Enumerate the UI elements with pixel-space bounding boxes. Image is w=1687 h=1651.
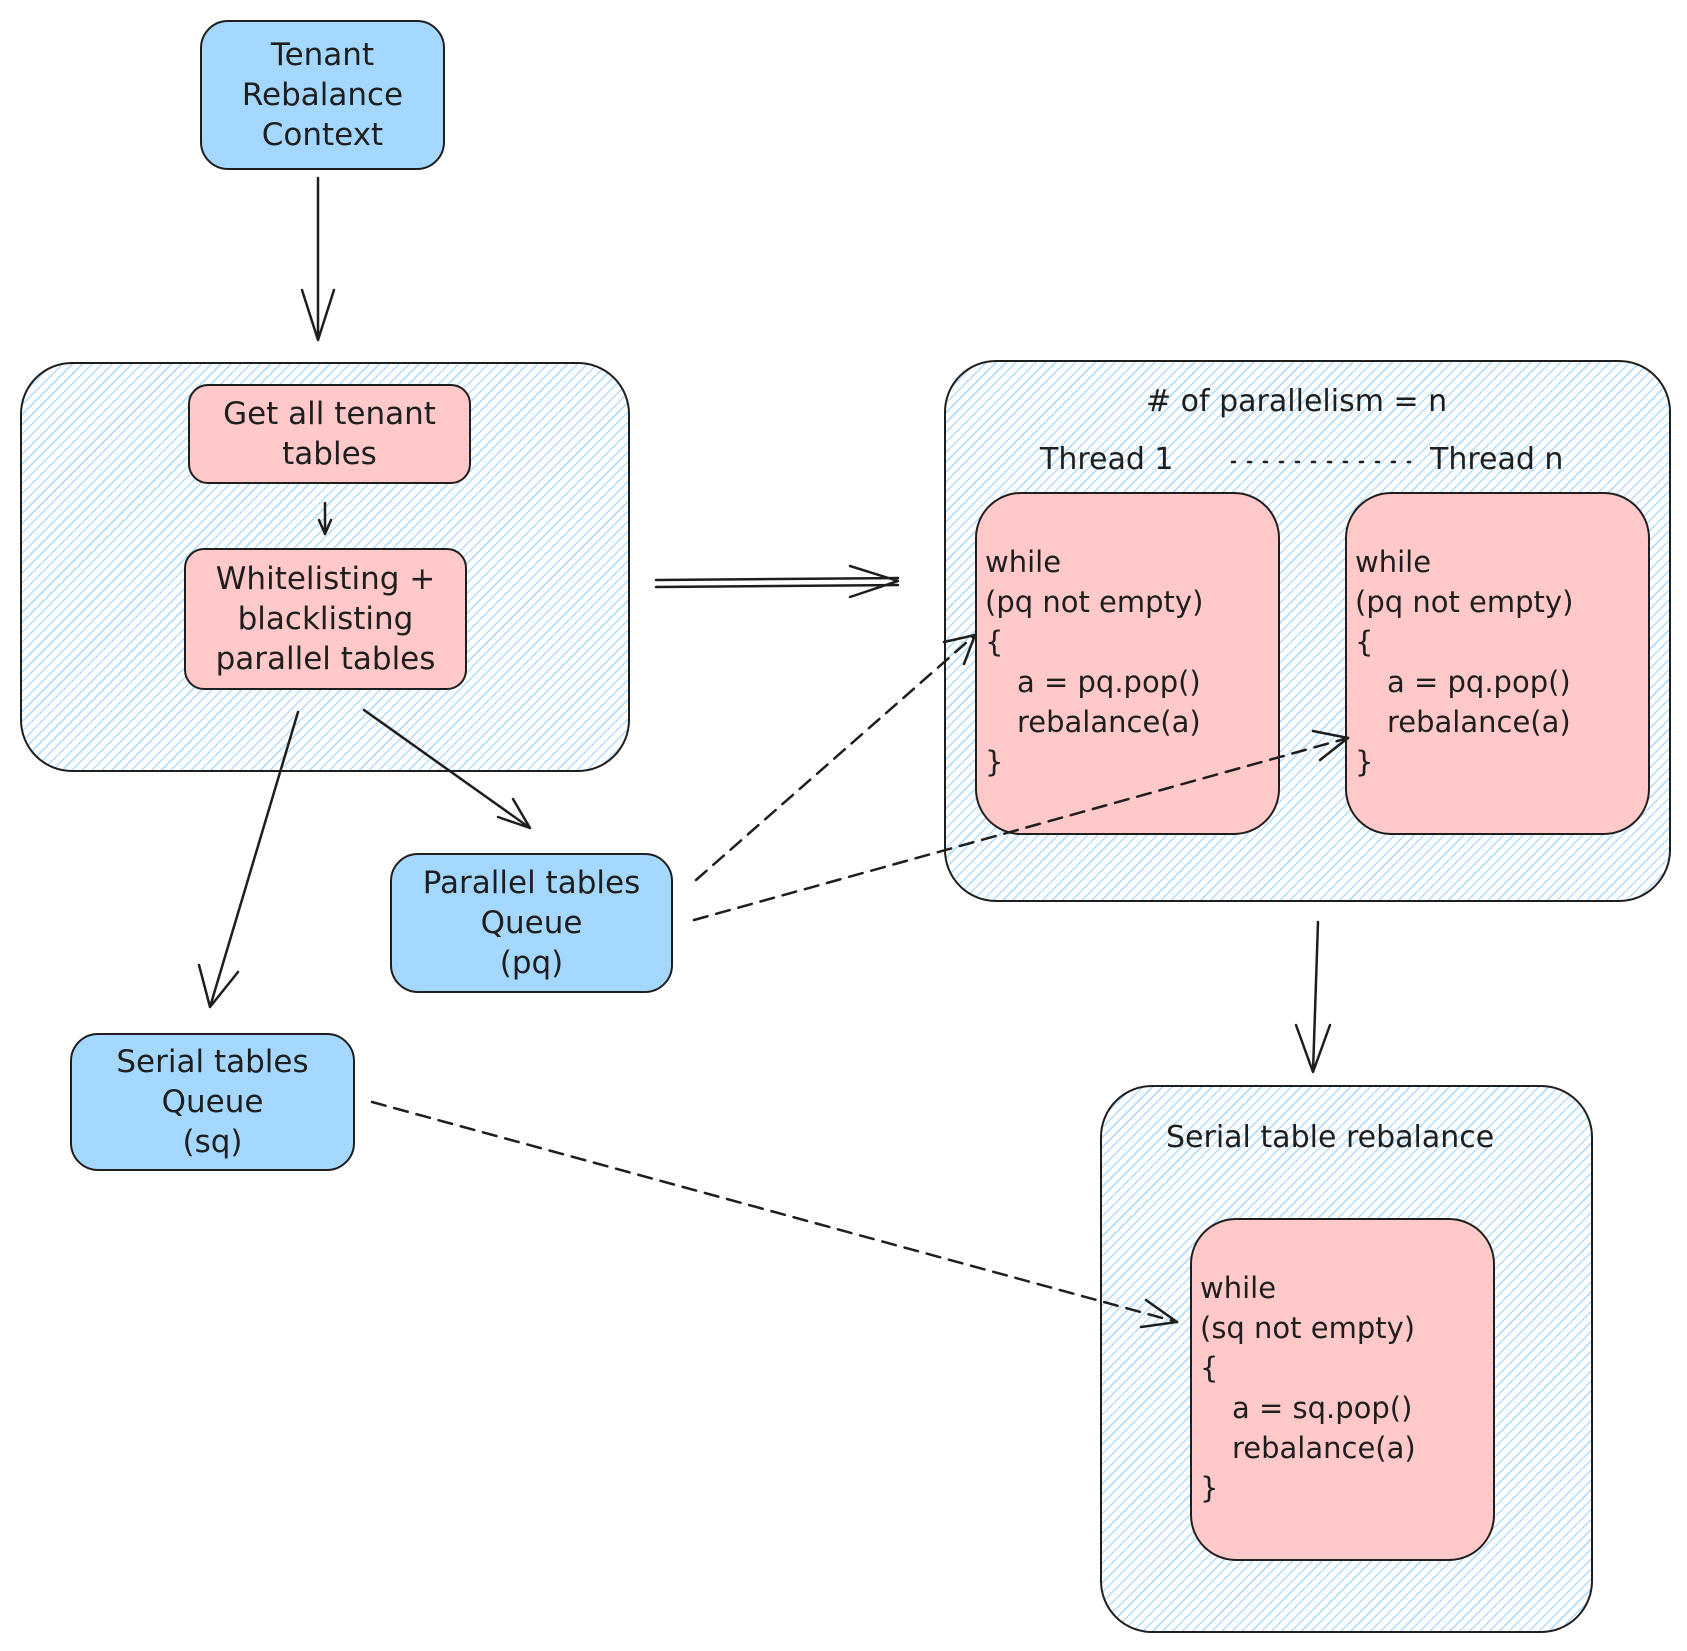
- whitelisting-to-parallel-queue-arrow: [362, 708, 532, 830]
- thread-n-code-line-3: {: [1355, 625, 1374, 659]
- tenant-context-line-2: Rebalance: [241, 77, 404, 113]
- thread-n-code-line-1: while: [1355, 545, 1432, 579]
- parallelism-title: # of parallelism = n: [1146, 384, 1448, 419]
- parallel-queue-line-2: Queue: [480, 905, 583, 941]
- get-tables-line-1: Get all tenant: [223, 396, 436, 432]
- thread-n-label: Thread n: [1430, 442, 1564, 477]
- serial-queue-line-3: (sq): [182, 1124, 243, 1160]
- whitelisting-line-1: Whitelisting +: [215, 561, 436, 597]
- serial-rebalance-title: Serial table rebalance: [1166, 1120, 1495, 1155]
- thread-1-code-line-1: while: [985, 545, 1062, 579]
- thread-1-label: Thread 1: [1040, 442, 1174, 477]
- whitelisting-line-3: parallel tables: [215, 641, 436, 677]
- thread-n-loop-node: while (pq not empty) { a = pq.pop() reba…: [1345, 492, 1650, 835]
- thread-1-code-line-6: }: [985, 745, 1004, 779]
- serial-code-line-5: rebalance(a): [1232, 1431, 1416, 1465]
- tenant-context-line-3: Context: [261, 117, 384, 153]
- thread-n-code-line-6: }: [1355, 745, 1374, 779]
- serial-queue-line-1: Serial tables: [116, 1044, 309, 1080]
- serial-tables-queue-node: Serial tables Queue (sq): [70, 1033, 355, 1171]
- thread-1-code-line-4: a = pq.pop(): [1017, 665, 1201, 699]
- get-tables-line-2: tables: [282, 436, 377, 472]
- thread-1-loop-node: while (pq not empty) { a = pq.pop() reba…: [975, 492, 1280, 835]
- get-all-tenant-tables-node: Get all tenant tables: [188, 384, 471, 484]
- queue-to-thread-1-arrow: [694, 633, 977, 882]
- parallel-queue-line-1: Parallel tables: [422, 865, 641, 901]
- serial-code-line-1: while: [1200, 1271, 1277, 1305]
- parallel-tables-queue-node: Parallel tables Queue (pq): [390, 853, 673, 993]
- context-to-preprocessing-arrow: [300, 176, 336, 342]
- queue-to-thread-n-arrow: [692, 736, 1350, 922]
- tenant-context-line-1: Tenant: [270, 37, 375, 73]
- thread-1-code-line-5: rebalance(a): [1017, 705, 1201, 739]
- get-tables-to-whitelisting-arrow: [317, 501, 333, 536]
- thread-n-code-line-5: rebalance(a): [1387, 705, 1571, 739]
- thread-1-code-line-2: (pq not empty): [985, 585, 1204, 619]
- tenant-rebalance-context-node: Tenant Rebalance Context: [200, 20, 445, 170]
- whitelisting-to-serial-queue-arrow: [197, 710, 300, 1009]
- whitelisting-line-2: blacklisting: [237, 601, 414, 637]
- serial-code-line-4: a = sq.pop(): [1232, 1391, 1413, 1425]
- whitelisting-node: Whitelisting + blacklisting parallel tab…: [184, 548, 467, 690]
- parallel-to-serial-arrow: [1294, 920, 1332, 1074]
- serial-code-line-6: }: [1200, 1471, 1219, 1505]
- thread-1-code-line-3: {: [985, 625, 1004, 659]
- serial-code-line-3: {: [1200, 1351, 1219, 1385]
- serial-loop-node: while (sq not empty) { a = sq.pop() reba…: [1190, 1218, 1495, 1561]
- thread-n-code-line-4: a = pq.pop(): [1387, 665, 1571, 699]
- preprocessing-to-parallel-arrow: [654, 564, 900, 599]
- thread-n-code-line-2: (pq not empty): [1355, 585, 1574, 619]
- serial-queue-line-2: Queue: [161, 1084, 264, 1120]
- parallel-queue-line-3: (pq): [499, 945, 564, 981]
- serial-code-line-2: (sq not empty): [1200, 1311, 1416, 1345]
- serial-queue-to-loop-arrow: [370, 1100, 1179, 1324]
